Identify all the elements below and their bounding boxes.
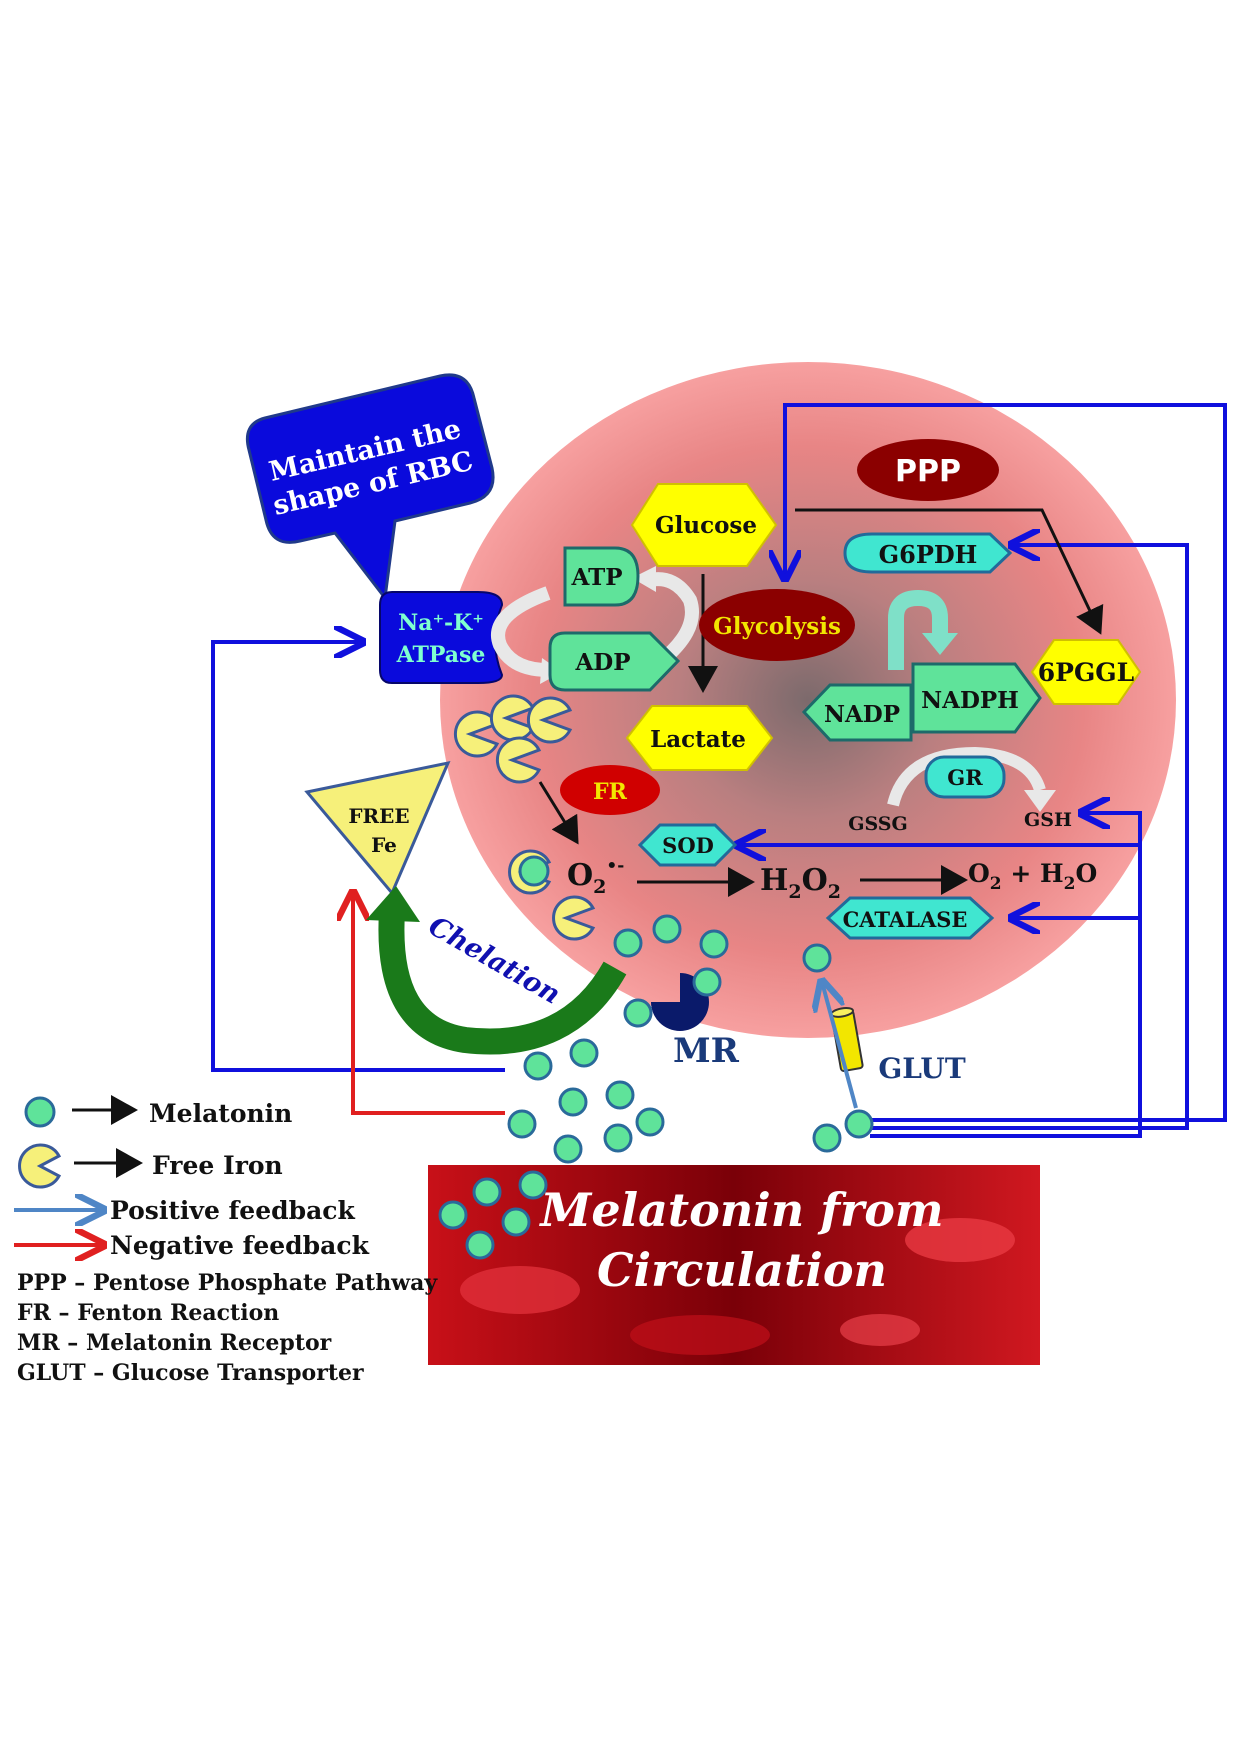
legend-melatonin-symbol [24,1096,56,1128]
mr-label: MR [673,1031,740,1071]
nadph-label: NADPH [921,687,1019,714]
nadp-to-nadph-arrowhead [922,633,958,655]
legend-free-iron-label: Free Iron [152,1151,283,1180]
chelation-arrow [378,911,627,1055]
gr-node [924,755,1006,799]
fr-label: FR [593,779,628,805]
sod-node [637,823,738,867]
abbr-fr: FR – Fenton Reaction [17,1300,279,1326]
gssg-label: GSSG [848,813,907,835]
catalase-label: CATALASE [843,907,968,932]
atp-label: ATP [571,564,623,591]
nadp-label: NADP [824,701,900,728]
glut-label: GLUT [878,1052,965,1085]
glut-uptake-arrow [822,982,858,1109]
adp-label: ADP [574,649,630,676]
glucose-label: Glucose [655,512,757,539]
ppp-label: PPP [895,454,961,489]
g6pdh-label: G6PDH [879,540,978,569]
regulation-lines [211,403,1227,1138]
melatonin-bound-iron [518,855,550,887]
pump-label-line2: ATPase [396,642,486,668]
glycolysis-label: Glycolysis [713,613,841,640]
glycolysis-node [699,589,855,661]
sod-label: SOD [662,833,714,858]
free-fe-line1: FREE [348,804,409,828]
atp-to-adp-arrow [491,586,551,677]
h2o2-label: H2O2 [760,863,841,903]
free-fe-triangle [304,760,451,896]
adp-node [548,631,681,692]
pump-label-line1: Na⁺-K⁺ [398,610,484,636]
red-blood-cell [440,362,1176,1038]
fr-node [560,765,660,815]
receptor-bound-melatonin [623,998,653,1028]
circulation-title-line2: Circulation [597,1243,887,1297]
iron-to-superoxide-arrow [538,781,579,845]
gsh-label: GSH [1024,809,1072,831]
legend-negative-label: Negative feedback [110,1231,370,1260]
glucose-node [630,483,778,567]
circulation-melatonin-cluster [438,1170,548,1260]
nadph-node [911,662,1042,734]
catalase-node [825,896,995,940]
6pggl-label: 6PGGL [1038,658,1135,687]
lactate-label: Lactate [650,726,746,753]
free-iron-cluster [453,694,596,941]
adp-to-atp-arrow [648,572,699,668]
negative-feedback-line [353,893,505,1115]
legend: Melatonin Free Iron Positive feedback Ne… [14,1095,438,1386]
free-fe-line2: Fe [371,833,397,857]
gssg-to-gsh-arrowhead [1024,790,1056,812]
g6pdh-node [843,532,1013,574]
nadp-node [801,683,913,742]
abbr-ppp: PPP – Pentose Phosphate Pathway [17,1270,438,1296]
superoxide-label: O2•- [567,856,624,898]
atp-node [563,546,640,607]
circulation-title-line1: Melatonin from [538,1183,943,1237]
gr-label: GR [947,765,983,790]
callout-bubble [245,373,495,602]
products-label: O2 + H2O [968,859,1097,894]
gssg-to-gsh-arrow [887,746,1046,807]
lactate-node [625,705,774,771]
legend-positive-label: Positive feedback [110,1196,356,1225]
abbr-glut: GLUT – Glucose Transporter [17,1360,364,1386]
abbr-mr: MR – Melatonin Receptor [17,1330,332,1356]
melatonin-molecules [507,914,874,1164]
chelation-arrowhead [366,886,420,922]
adp-to-atp-arrowhead [632,566,656,592]
na-k-atpase-pump [379,591,504,684]
legend-free-iron-symbol [18,1143,62,1189]
6pggl-node [1030,639,1142,705]
nadp-to-nadph-arrow [888,589,948,670]
glucose-to-6pggl-arrow [795,508,1104,635]
legend-melatonin-label: Melatonin [149,1099,292,1128]
ppp-node [857,439,999,501]
